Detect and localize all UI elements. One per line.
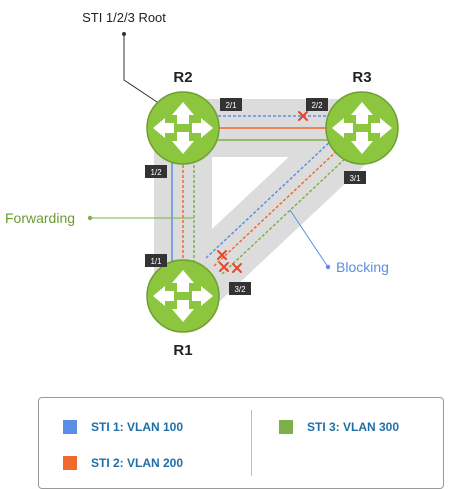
router-label-r2: R2 [173, 69, 192, 86]
blocked-mark-icon [219, 262, 229, 272]
legend-label: STI 2: VLAN 200 [91, 456, 184, 470]
legend-label: STI 3: VLAN 300 [307, 420, 400, 434]
legend-label: STI 1: VLAN 100 [91, 420, 184, 434]
port-tag-2-1: 2/1 [220, 98, 242, 111]
blocked-mark-icon [217, 250, 227, 260]
port-tag-3-2: 3/2 [229, 282, 251, 295]
legend-swatch [63, 456, 77, 470]
links-r1-r3 [205, 139, 349, 275]
router-r2 [146, 91, 220, 165]
blocked-marks [217, 111, 308, 273]
port-tag-1-1: 1/1 [145, 254, 167, 267]
legend-swatch [63, 420, 77, 434]
router-r3 [325, 91, 399, 165]
port-label: 1/2 [150, 168, 162, 177]
root-label: STI 1/2/3 Root [82, 10, 166, 25]
link-sti1-r1-r3 [205, 139, 333, 259]
port-label: 3/2 [234, 285, 246, 294]
link-sti2-r1-r3 [213, 147, 341, 267]
root-callout-line [123, 34, 161, 105]
legend-item-sti2: STI 2: VLAN 200 [63, 456, 183, 470]
link-sti3-r1-r3 [221, 155, 349, 275]
blocked-mark-icon [298, 111, 308, 121]
port-label: 3/1 [349, 174, 361, 183]
blocking-label: Blocking [336, 259, 389, 275]
legend: STI 1: VLAN 100 STI 2: VLAN 200 STI 3: V… [38, 397, 444, 489]
blocking-callout-dot [325, 264, 331, 270]
router-label-r3: R3 [352, 69, 371, 86]
router-arrows-icon [153, 270, 213, 322]
links-r2-r1 [171, 160, 195, 262]
legend-swatch [279, 420, 293, 434]
router-arrows-icon [153, 102, 213, 154]
port-label: 2/1 [225, 101, 237, 110]
port-tag-1-2: 1/2 [145, 165, 167, 178]
links-r2-r3 [218, 115, 330, 141]
legend-item-sti3: STI 3: VLAN 300 [279, 420, 399, 434]
router-arrows-icon [332, 102, 392, 154]
root-callout-dot [122, 32, 126, 36]
blocking-callout-line [289, 209, 329, 268]
port-label: 2/2 [311, 101, 323, 110]
port-label: 1/1 [150, 257, 162, 266]
router-r1 [146, 259, 220, 333]
router-label-r1: R1 [173, 342, 192, 359]
legend-divider [251, 410, 252, 476]
legend-item-sti1: STI 1: VLAN 100 [63, 420, 183, 434]
forwarding-callout-dot [87, 215, 93, 221]
forwarding-label: Forwarding [5, 210, 75, 226]
blocked-mark-icon [232, 263, 242, 273]
port-tag-3-1: 3/1 [344, 171, 366, 184]
port-tag-2-2: 2/2 [306, 98, 328, 111]
spanning-tree-diagram: Forwarding Blocking 2 [5, 10, 399, 359]
